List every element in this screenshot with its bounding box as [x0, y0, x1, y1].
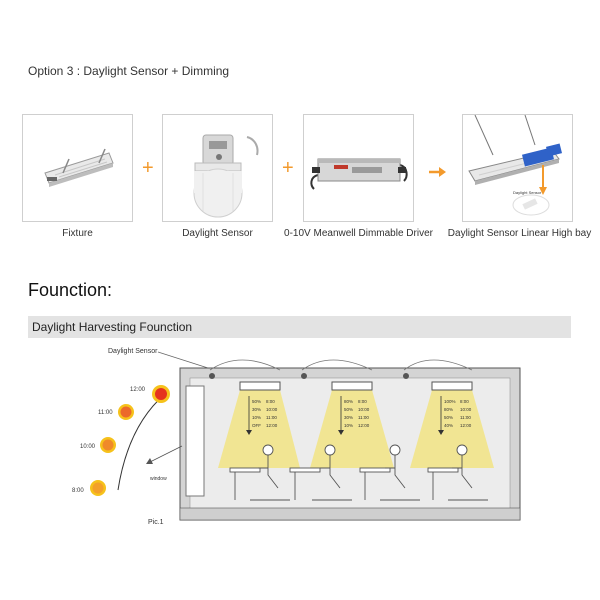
plus-sign-2: +	[282, 157, 294, 179]
sun-10	[100, 437, 116, 453]
sun-12	[152, 385, 170, 403]
highbay-illustration	[468, 114, 563, 216]
fixture-1-row-4-level: OFF	[252, 423, 261, 428]
sensor-leader-line	[157, 351, 209, 369]
section-title: Founction:	[28, 280, 113, 300]
wiring-arc-3	[403, 359, 473, 371]
daylight-sensor-image	[162, 114, 273, 222]
fixture-2-row-2-time: 10:00	[358, 407, 370, 412]
dimming-table-3: 100% 8:00 80% 10:00 50% 11:00 40% 12:00	[444, 399, 472, 428]
driver-caption: 0-10V Meanwell Dimmable Driver	[284, 228, 433, 239]
office-workers	[229, 444, 488, 501]
sun-11	[118, 404, 134, 420]
ceiling-fixture-2	[331, 381, 373, 391]
ceiling-sensor-3	[403, 373, 409, 379]
fixture-3-row-3-time: 11:00	[460, 415, 471, 420]
window-label: window	[150, 476, 167, 482]
linear-highbay-caption: Daylight Sensor Linear High bay	[447, 228, 592, 239]
fixture-2-row-4-level: 10%	[344, 423, 353, 428]
fixture-3-row-1-time: 8:00	[460, 399, 469, 404]
section-bar: Daylight Harvesting Founction	[28, 316, 571, 338]
driver-image	[303, 114, 414, 222]
linear-highbay-image: Daylight Sensor	[462, 114, 573, 222]
fixture-2-row-3-level: 30%	[344, 415, 353, 420]
fixture-2-row-1-time: 8:00	[358, 399, 367, 404]
sensor-illustration	[193, 134, 259, 218]
window-arrowhead	[146, 458, 153, 464]
fixture-3-row-4-level: 40%	[444, 423, 453, 428]
fixture-1-row-1-level: 50%	[252, 399, 261, 404]
fixture-caption: Fixture	[62, 228, 93, 239]
option-title: Option 3 : Daylight Sensor + Dimming	[28, 64, 230, 78]
fixture-3-row-2-time: 10:00	[460, 407, 472, 412]
light-beam-3	[410, 390, 494, 468]
beam-arrowhead-2	[338, 430, 344, 435]
fixture-illustration	[44, 148, 114, 187]
arrow-right-icon	[429, 167, 446, 177]
driver-illustration	[310, 158, 408, 190]
daylight-sensor-caption: Daylight Sensor	[182, 228, 253, 239]
fixture-1-row-3-time: 11:00	[266, 415, 277, 420]
sun-time-11: 11:00	[98, 410, 113, 416]
fixture-image	[22, 114, 133, 222]
diagram-sensor-label: Daylight Sensor	[108, 348, 158, 355]
ceiling-sensor-1	[209, 373, 215, 379]
pic-label: Pic.1	[148, 519, 164, 526]
beam-arrowhead-1	[246, 430, 252, 435]
fixture-3-row-1-level: 100%	[444, 399, 456, 404]
ceiling-fixture-1	[239, 381, 281, 391]
ceiling-sensor-2	[301, 373, 307, 379]
wiring-arc-1	[209, 359, 281, 371]
fixture-2-row-2-level: 50%	[344, 407, 353, 412]
dimming-table-1: 50% 8:00 30% 10:00 10% 11:00 OFF 12:00	[252, 399, 278, 428]
window-arrow	[149, 445, 183, 463]
sun-time-12: 12:00	[130, 387, 146, 393]
fixture-3-row-3-level: 50%	[444, 415, 453, 420]
section-bar-label: Daylight Harvesting Founction	[32, 320, 193, 334]
fixture-2-row-1-level: 80%	[344, 399, 353, 404]
daylight-diagram-svg: Daylight Sensor 50% 8:00	[72, 348, 521, 526]
sun-time-8: 8:00	[72, 488, 84, 494]
daylight-diagram: Daylight Sensor 50% 8:00	[0, 340, 600, 540]
fixture-2-row-3-time: 11:00	[358, 415, 369, 420]
window-frame	[185, 385, 205, 497]
light-beam-1	[218, 390, 300, 468]
fixture-1-row-2-time: 10:00	[266, 407, 278, 412]
floor	[179, 507, 521, 521]
sun-8	[90, 480, 106, 496]
wiring-arc-2	[301, 359, 373, 371]
fixture-3-row-4-time: 12:00	[460, 423, 472, 428]
fixture-3-row-2-level: 80%	[444, 407, 453, 412]
fixture-2-row-4-time: 12:00	[358, 423, 370, 428]
plus-sign-1: +	[142, 157, 154, 179]
fixture-1-row-2-level: 30%	[252, 407, 261, 412]
inset-sensor-label: Daylight Sensor	[513, 190, 542, 195]
beam-arrowhead-3	[438, 430, 444, 435]
ceiling-fixture-3	[431, 381, 473, 391]
fixture-1-row-4-time: 12:00	[266, 423, 278, 428]
fixture-1-row-3-level: 10%	[252, 415, 261, 420]
fixture-1-row-1-time: 8:00	[266, 399, 275, 404]
dimming-table-2: 80% 8:00 50% 10:00 30% 11:00 10% 12:00	[344, 399, 370, 428]
sun-time-10: 10:00	[80, 444, 96, 450]
